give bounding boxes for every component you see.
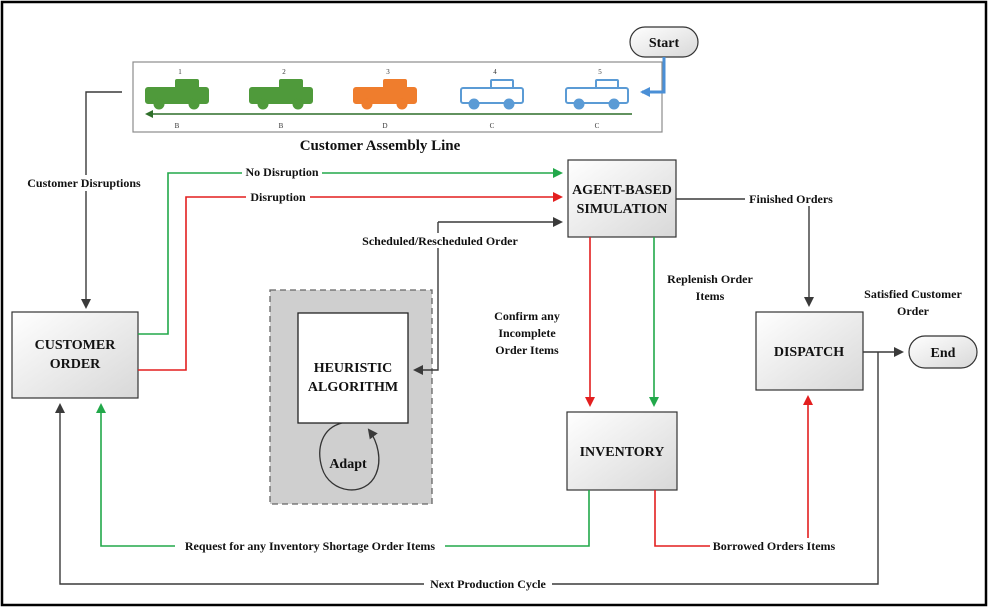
car-code: B [175,122,180,130]
request-label: Request for any Inventory Shortage Order… [185,539,436,553]
scheduled-label: Scheduled/Rescheduled Order [362,234,518,248]
customer-disruptions-arrow [81,91,122,309]
car-wheel [153,98,165,110]
heuristic-algorithm-node[interactable]: HEURISTIC ALGORITHM [297,312,409,424]
finished-orders-label: Finished Orders [749,192,833,206]
assembly-car-5: 5C [565,68,629,130]
end-label: End [931,346,956,361]
heuristic-line2: ALGORITHM [308,380,398,395]
borrowed-label: Borrowed Orders Items [713,539,836,553]
adapt-label: Adapt [329,457,367,472]
satisfied-label-line1: Satisfied Customer [864,287,962,301]
assembly-car-1: 1B [145,68,209,130]
disruption-label: Disruption [250,190,306,204]
scheduled-to-heuristic-arrow [413,222,439,375]
customer-order-line2: ORDER [50,357,101,372]
confirm-label-line3: Order Items [495,343,559,357]
car-number: 5 [598,68,602,76]
car-code: C [595,122,600,130]
car-wheel [396,98,408,110]
disruption-arrow [138,192,563,371]
agent-sim-line1: AGENT-BASED [572,183,672,198]
start-terminal[interactable]: Start [629,26,699,58]
assembly-car-3: 3D [353,68,417,130]
agent-based-simulation-node[interactable]: AGENT-BASED SIMULATION [567,159,677,238]
car-wheel [468,98,480,110]
inventory-node[interactable]: INVENTORY [566,411,678,491]
assembly-car-2: 2B [249,68,313,130]
replenish-label-line2: Items [696,289,725,303]
car-wheel [608,98,620,110]
customer-order-line1: CUSTOMER [35,338,117,353]
car-number: 4 [493,68,497,76]
customer-disruptions-label: Customer Disruptions [27,176,141,190]
replenish-label-line1: Replenish Order [667,272,753,286]
start-label: Start [649,36,680,51]
car-wheel [257,98,269,110]
car-number: 1 [178,68,182,76]
agent-sim-line2: SIMULATION [577,202,668,217]
car-number: 2 [282,68,286,76]
car-wheel [503,98,515,110]
car-number: 3 [386,68,390,76]
end-terminal[interactable]: End [908,335,978,369]
car-code: D [382,122,387,130]
dispatch-node[interactable]: DISPATCH [755,311,864,391]
start-to-line-arrow [640,57,666,97]
assembly-line-title: Customer Assembly Line [300,138,461,154]
next-cycle-label: Next Production Cycle [430,577,546,591]
car-code: B [279,122,284,130]
borrowed-arrow [654,395,813,547]
car-code: C [490,122,495,130]
dispatch-label: DISPATCH [774,345,844,360]
car-wheel [292,98,304,110]
satisfied-label-line2: Order [897,304,930,318]
no-disruption-label: No Disruption [245,165,318,179]
car-wheel [188,98,200,110]
no-disruption-arrow [138,168,563,335]
inventory-label: INVENTORY [580,445,665,460]
customer-order-node[interactable]: CUSTOMER ORDER [11,311,139,399]
adapt-loop: Adapt [319,422,380,491]
confirm-label-line1: Confirm any [494,309,560,323]
assembly-car-4: 4C [460,68,524,130]
heuristic-line1: HEURISTIC [314,361,393,376]
car-wheel [573,98,585,110]
car-wheel [361,98,373,110]
confirm-label-line2: Incomplete [498,326,556,340]
